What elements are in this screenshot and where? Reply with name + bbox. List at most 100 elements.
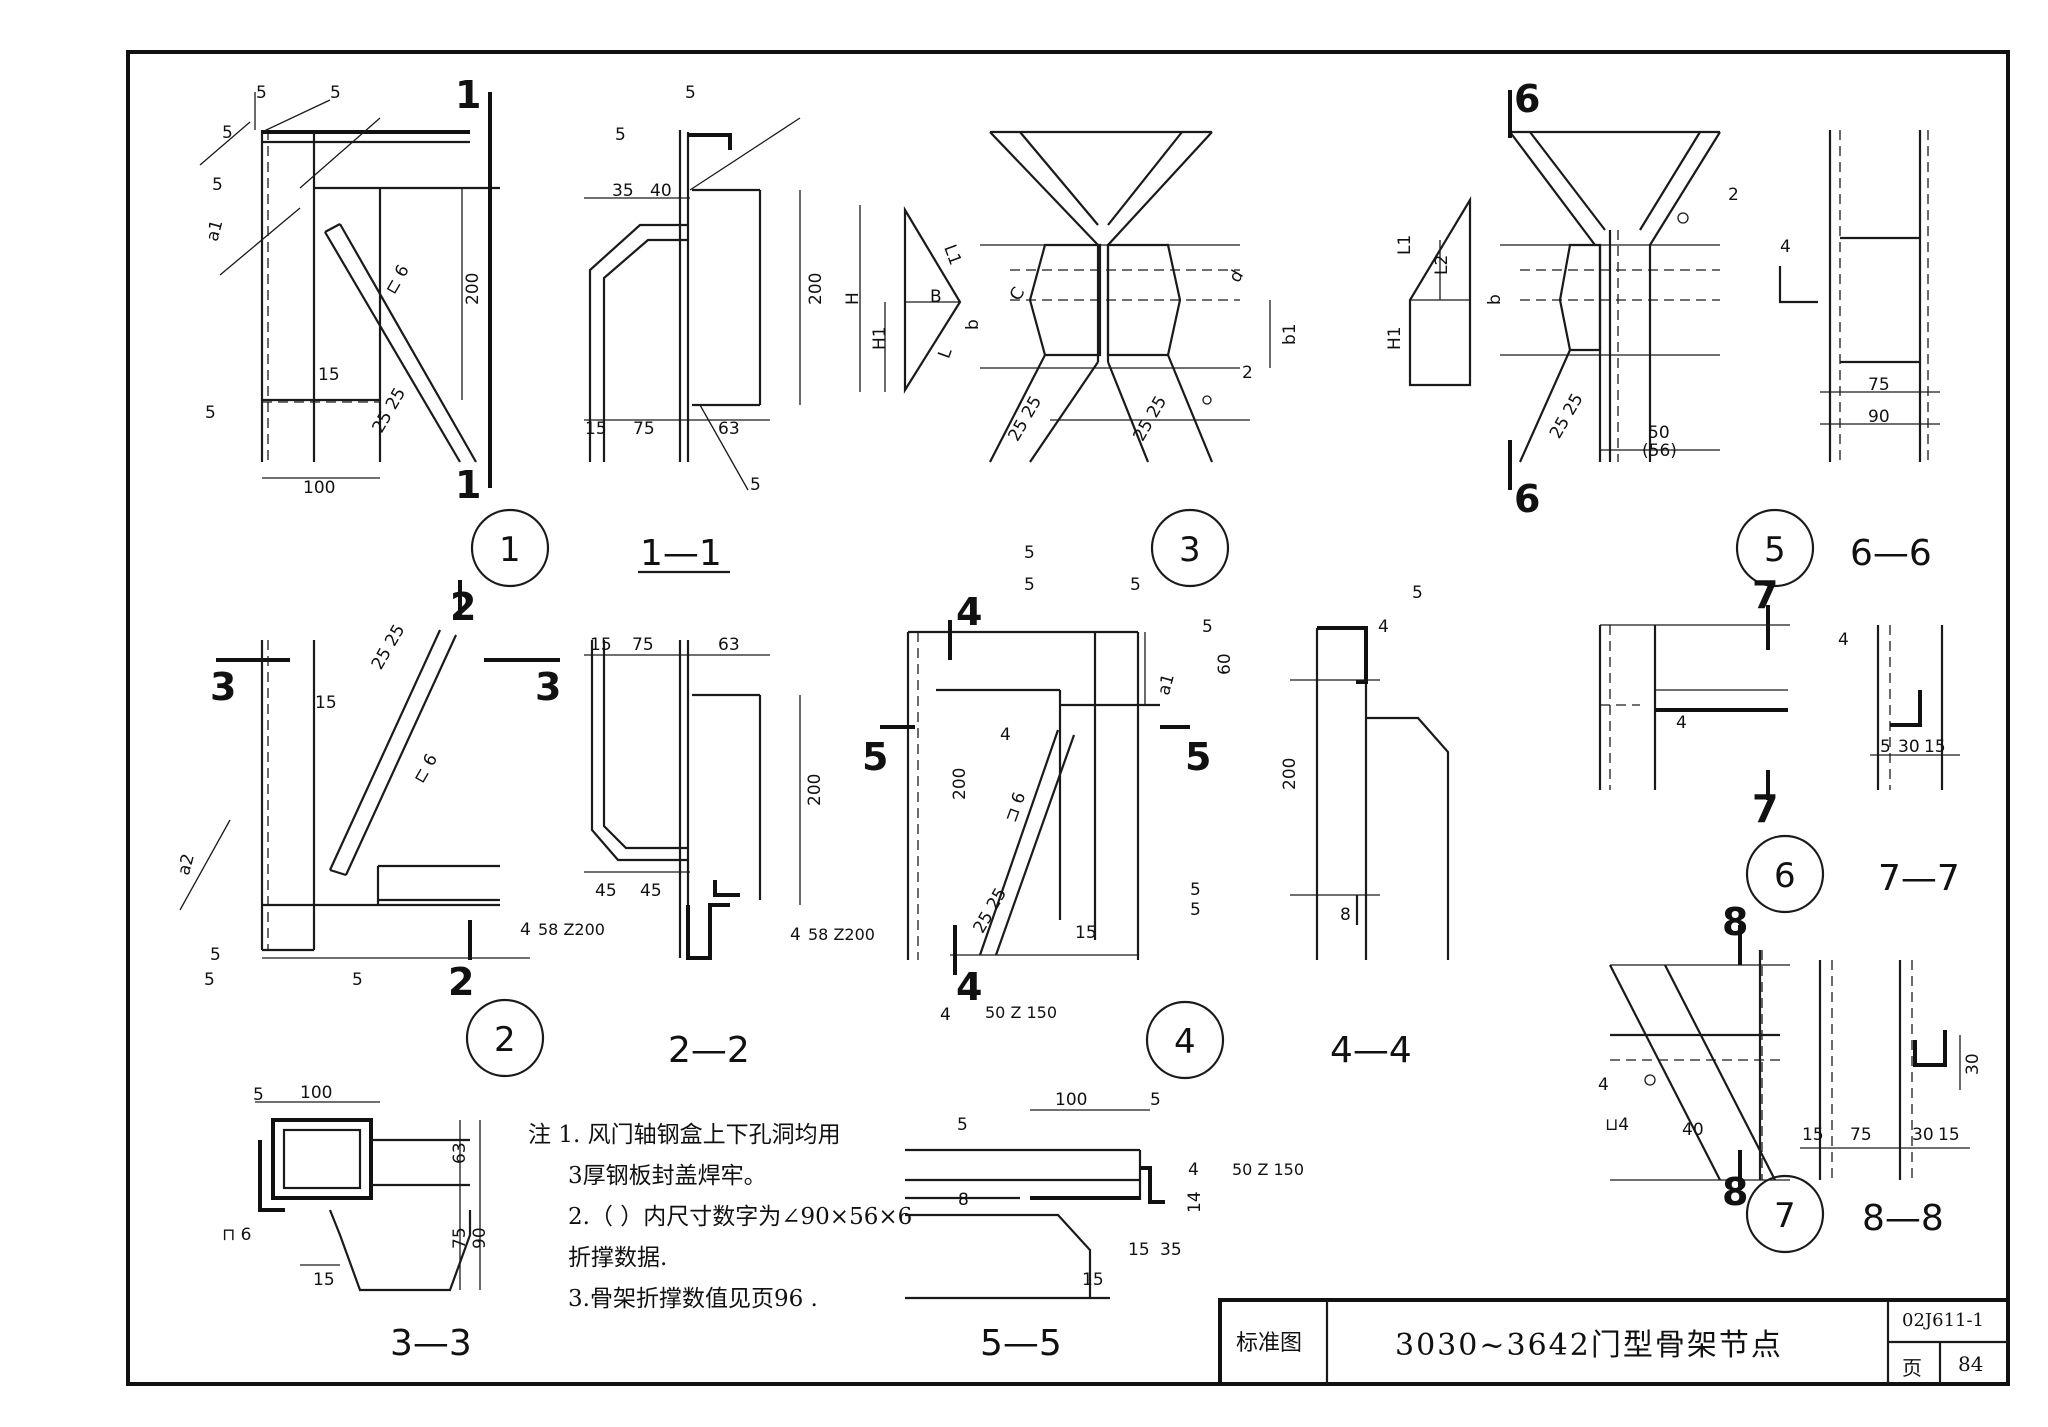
svg-text:⊔4: ⊔4 <box>1605 1115 1629 1135</box>
svg-text:L1: L1 <box>1395 235 1415 255</box>
section-2-2 <box>584 640 801 960</box>
svg-text:15: 15 <box>1938 1125 1960 1145</box>
svg-text:5: 5 <box>205 403 216 423</box>
svg-text:25 25: 25 25 <box>368 621 410 673</box>
section-title-5-5: 5—5 <box>980 1323 1062 1364</box>
section-title-4-4: 4—4 <box>1330 1030 1412 1071</box>
detail-number-1: 1 <box>499 530 521 570</box>
svg-text:5: 5 <box>212 175 223 195</box>
section-title-8-8: 8—8 <box>1862 1198 1944 1239</box>
svg-text:a1: a1 <box>203 218 228 244</box>
svg-text:1: 1 <box>455 73 481 117</box>
svg-text:5: 5 <box>1412 583 1423 603</box>
detail-number-4: 4 <box>1174 1022 1196 1062</box>
svg-text:5: 5 <box>1185 735 1211 779</box>
drawing-notes: 注 1. 风门轴钢盒上下孔洞均用 3厚钢板封盖焊牢。 2.（ ）内尺寸数字为∠9… <box>528 1115 912 1320</box>
svg-text:5: 5 <box>210 945 221 965</box>
svg-text:4: 4 <box>1188 1160 1199 1180</box>
svg-text:60: 60 <box>1215 653 1235 675</box>
svg-text:5: 5 <box>750 475 761 495</box>
section-title-6-6: 6—6 <box>1850 533 1932 574</box>
svg-text:5: 5 <box>1024 543 1035 563</box>
svg-text:H1: H1 <box>870 326 890 350</box>
detail-number-7: 7 <box>1774 1196 1796 1236</box>
svg-text:25 25: 25 25 <box>1546 390 1588 442</box>
svg-text:L1: L1 <box>939 242 965 268</box>
svg-text:1: 1 <box>455 463 481 507</box>
svg-text:(56): (56) <box>1642 441 1677 461</box>
svg-text:5: 5 <box>1150 1090 1161 1110</box>
svg-text:b1: b1 <box>1280 323 1300 345</box>
svg-text:5: 5 <box>1202 617 1213 637</box>
note-item-1: 1. 风门轴钢盒上下孔洞均用 <box>558 1122 841 1148</box>
svg-text:5: 5 <box>1130 575 1141 595</box>
svg-text:2: 2 <box>448 960 474 1004</box>
svg-text:4: 4 <box>520 920 531 940</box>
svg-text:30: 30 <box>1912 1125 1934 1145</box>
note-item-3: 2.（ ）内尺寸数字为∠90×56×6 <box>568 1204 913 1230</box>
svg-text:75: 75 <box>632 635 654 655</box>
svg-text:5: 5 <box>1024 575 1035 595</box>
svg-text:3: 3 <box>535 665 561 709</box>
svg-text:5: 5 <box>352 970 363 990</box>
svg-text:4: 4 <box>1676 713 1687 733</box>
svg-text:4: 4 <box>956 965 982 1009</box>
svg-text:100: 100 <box>1055 1090 1087 1110</box>
svg-text:50 Z 150: 50 Z 150 <box>1232 1160 1304 1179</box>
detail-number-6: 6 <box>1774 856 1796 896</box>
svg-text:8: 8 <box>1722 1170 1748 1214</box>
svg-text:15: 15 <box>1128 1240 1150 1260</box>
section-title-3-3: 3—3 <box>390 1323 472 1364</box>
section-1-1 <box>584 117 801 491</box>
svg-text:75: 75 <box>1850 1125 1872 1145</box>
svg-text:2: 2 <box>1728 185 1739 205</box>
svg-text:a1: a1 <box>1154 672 1179 698</box>
svg-text:200: 200 <box>463 273 483 305</box>
section-title-7-7: 7—7 <box>1878 858 1960 899</box>
svg-text:L: L <box>935 345 957 361</box>
detail-number-3: 3 <box>1179 530 1201 570</box>
page-label: 页 <box>1902 1356 1922 1380</box>
section-5-5 <box>905 1109 1165 1300</box>
svg-text:15: 15 <box>585 419 607 439</box>
svg-text:14: 14 <box>1185 1191 1205 1213</box>
section-3-3 <box>255 1101 481 1292</box>
svg-text:C: C <box>1006 284 1029 304</box>
svg-text:⊏ 6: ⊏ 6 <box>381 261 414 297</box>
svg-text:100: 100 <box>300 1083 332 1103</box>
svg-text:200: 200 <box>1280 758 1300 790</box>
svg-text:75: 75 <box>1868 375 1890 395</box>
svg-text:⊏ 6: ⊏ 6 <box>410 750 443 786</box>
notes-lead: 注 <box>528 1122 551 1148</box>
svg-text:7: 7 <box>1752 787 1778 831</box>
svg-text:15: 15 <box>590 635 612 655</box>
detail-3 <box>980 130 1271 463</box>
svg-text:b: b <box>963 319 983 330</box>
svg-text:5: 5 <box>1190 880 1201 900</box>
svg-text:200: 200 <box>805 774 825 806</box>
detail-number-5: 5 <box>1764 530 1786 570</box>
svg-text:63: 63 <box>718 419 740 439</box>
note-item-5: 3.骨架折撑数值见页96 . <box>568 1286 818 1312</box>
dim-5: 5 <box>222 123 233 143</box>
svg-text:50 Z 150: 50 Z 150 <box>985 1003 1057 1022</box>
drawing-title: 3030~3642门型骨架节点 <box>1395 1328 1783 1363</box>
svg-text:4: 4 <box>956 590 982 634</box>
svg-text:58 Z200: 58 Z200 <box>538 920 605 939</box>
title-block <box>1218 1298 2010 1386</box>
detail-5 <box>1500 90 1721 490</box>
atlas-number: 02J611-1 <box>1902 1310 1985 1331</box>
section-4-4 <box>1290 626 1450 960</box>
svg-text:63: 63 <box>718 635 740 655</box>
svg-text:5: 5 <box>256 83 267 103</box>
svg-text:5: 5 <box>204 970 215 990</box>
svg-text:4: 4 <box>1598 1075 1609 1095</box>
svg-text:5: 5 <box>685 83 696 103</box>
svg-text:3: 3 <box>210 665 236 709</box>
svg-text:15: 15 <box>1802 1125 1824 1145</box>
svg-text:75: 75 <box>450 1227 470 1249</box>
drawing-frame <box>126 50 2010 1386</box>
svg-text:4: 4 <box>940 1005 951 1025</box>
note-item-2: 3厚钢板封盖焊牢。 <box>568 1163 767 1189</box>
svg-text:15: 15 <box>1075 923 1097 943</box>
